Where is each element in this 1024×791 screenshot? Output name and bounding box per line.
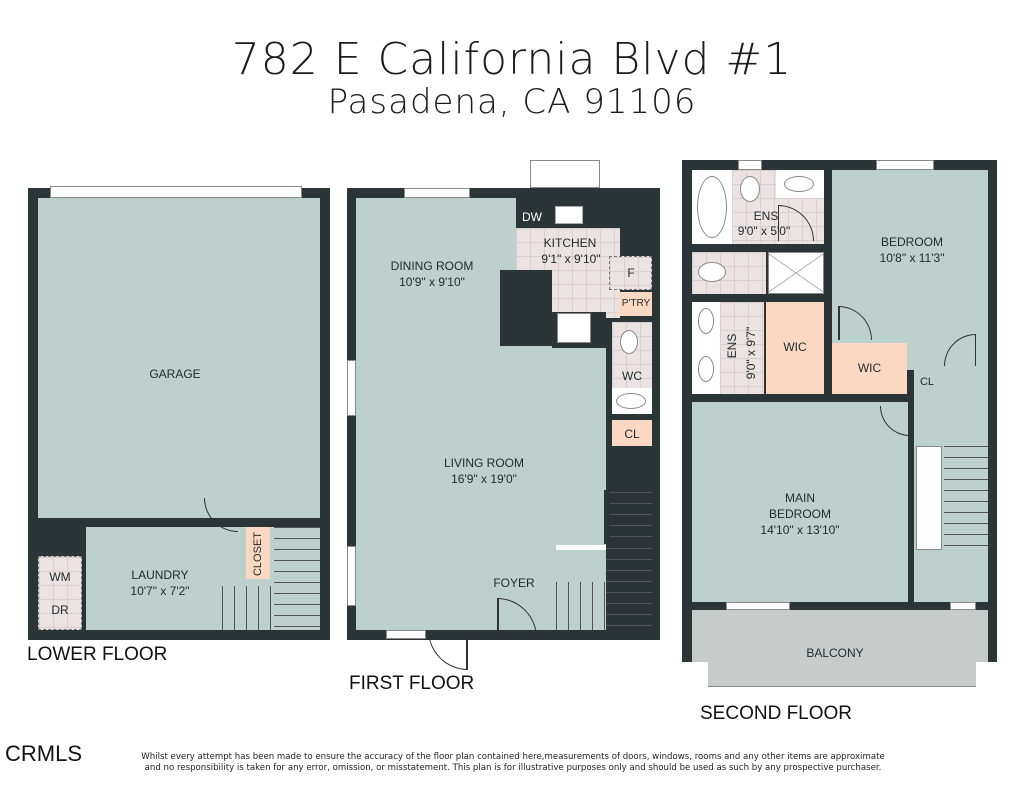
garage-room [38, 198, 320, 518]
kitchen-sink-icon [555, 206, 583, 224]
ens1-dims: 9'0" x 5'0" [737, 224, 791, 238]
ens1-label: ENS [753, 209, 779, 223]
fridge-label: F [627, 266, 635, 280]
balcony-slider[interactable] [726, 602, 790, 610]
laundry-room [86, 527, 241, 630]
pantry-closet [619, 292, 652, 316]
front-window [386, 630, 426, 639]
closet-lower-box [246, 527, 270, 579]
range-icon [557, 313, 591, 343]
shower-icon [768, 252, 824, 294]
bedroom-dims: 10'8" x 11'3" [879, 251, 945, 265]
wic1-label: WIC [783, 340, 807, 354]
kitchen-counter-right [620, 228, 652, 256]
dining-window [404, 188, 470, 198]
dishwasher-label: DW [522, 210, 542, 224]
bedroom-label: BEDROOM [880, 235, 943, 249]
garage-label: GARAGE [149, 367, 201, 381]
balcony-label: BALCONY [806, 646, 864, 660]
ens-window [738, 160, 762, 170]
disclaimer-line-2: and no responsibility is taken for any e… [144, 763, 882, 773]
property-address: 782 E California Blvd #1 [231, 34, 793, 85]
front-door-icon[interactable] [428, 630, 468, 670]
wic2-label: WIC [857, 361, 882, 375]
dining-dims: 10'9" x 9'10" [399, 275, 465, 289]
bathtub-icon [697, 176, 727, 238]
stair-rail [916, 446, 942, 550]
first-closet [612, 420, 652, 446]
kitchen-island [500, 270, 552, 346]
lower-stairs[interactable] [222, 586, 274, 630]
laundry-dims: 10'7" x 7'2" [130, 584, 190, 598]
pantry-label: P'TRY [621, 298, 651, 309]
dryer-label: DR [51, 603, 69, 617]
first-floor-label: FIRST FLOOR [349, 673, 475, 694]
wc-wall [606, 318, 612, 448]
second-stairs[interactable] [944, 446, 988, 556]
toilet-icon [620, 330, 638, 354]
first-closet-label: CL [624, 427, 640, 441]
wc-sink-icon [616, 393, 646, 409]
main-bedroom-label: MAIN [785, 491, 815, 505]
hall-window [950, 602, 976, 610]
foyer-label: FOYER [493, 576, 535, 590]
main-bedroom-dims: 14'10" x 13'10" [760, 523, 840, 537]
first-stairs-turn[interactable] [606, 548, 652, 630]
kitchen-dims: 9'1" x 9'10" [541, 252, 601, 266]
ens2-sink-top-icon [698, 308, 714, 334]
ens2-toilet-icon [698, 262, 726, 282]
ens2-sink-bottom-icon [698, 356, 714, 382]
disclaimer-line-1: Whilst every attempt has been made to en… [141, 752, 885, 762]
ens1-sink-icon [784, 176, 814, 192]
ens2-label: ENS [725, 333, 739, 359]
laundry-label: LAUNDRY [131, 568, 189, 582]
ens1-toilet-icon [740, 176, 760, 202]
kitchen-counter-top [516, 198, 652, 228]
stair-wall [604, 490, 610, 544]
second-closet-label: CL [919, 376, 935, 388]
washer-dryer-area [38, 556, 82, 630]
source-label: CRMLS [5, 741, 83, 766]
balcony-area [692, 610, 988, 662]
kitchen-bay-window [530, 160, 600, 188]
washer-label: WM [49, 570, 71, 584]
ens2-room [720, 302, 764, 394]
living-window-lower [347, 546, 356, 606]
garage-door-window [50, 186, 302, 198]
first-stairs-upper[interactable] [610, 492, 652, 542]
bedroom-window [876, 160, 934, 170]
first-stairs-lower[interactable] [556, 582, 606, 630]
living-window-upper [347, 360, 356, 416]
lower-stairs-upper[interactable] [274, 527, 320, 630]
wic2-room [832, 343, 907, 394]
kitchen-label: KITCHEN [543, 236, 597, 250]
main-bedroom-room [692, 402, 908, 602]
living-label: LIVING ROOM [443, 456, 524, 470]
property-city: Pasadena, CA 91106 [327, 82, 697, 122]
second-floor-label: SECOND FLOOR [700, 703, 853, 724]
dining-label: DINING ROOM [390, 259, 474, 273]
balcony-extension [708, 662, 976, 687]
stair-landing-rail [556, 545, 606, 550]
closet-label: CLOSET [252, 532, 264, 577]
lower-floor-label: LOWER FLOOR [27, 644, 168, 665]
ens2-dims: 9'0" x 9'7" [744, 326, 758, 380]
fridge-space [609, 256, 652, 290]
main-bedroom-label-2: BEDROOM [768, 507, 831, 521]
living-dims: 16'9" x 19'0" [451, 472, 517, 486]
disclaimer-text: Whilst every attempt has been made to en… [128, 752, 898, 774]
wic1-room [766, 302, 824, 394]
wc-label: WC [622, 369, 642, 383]
